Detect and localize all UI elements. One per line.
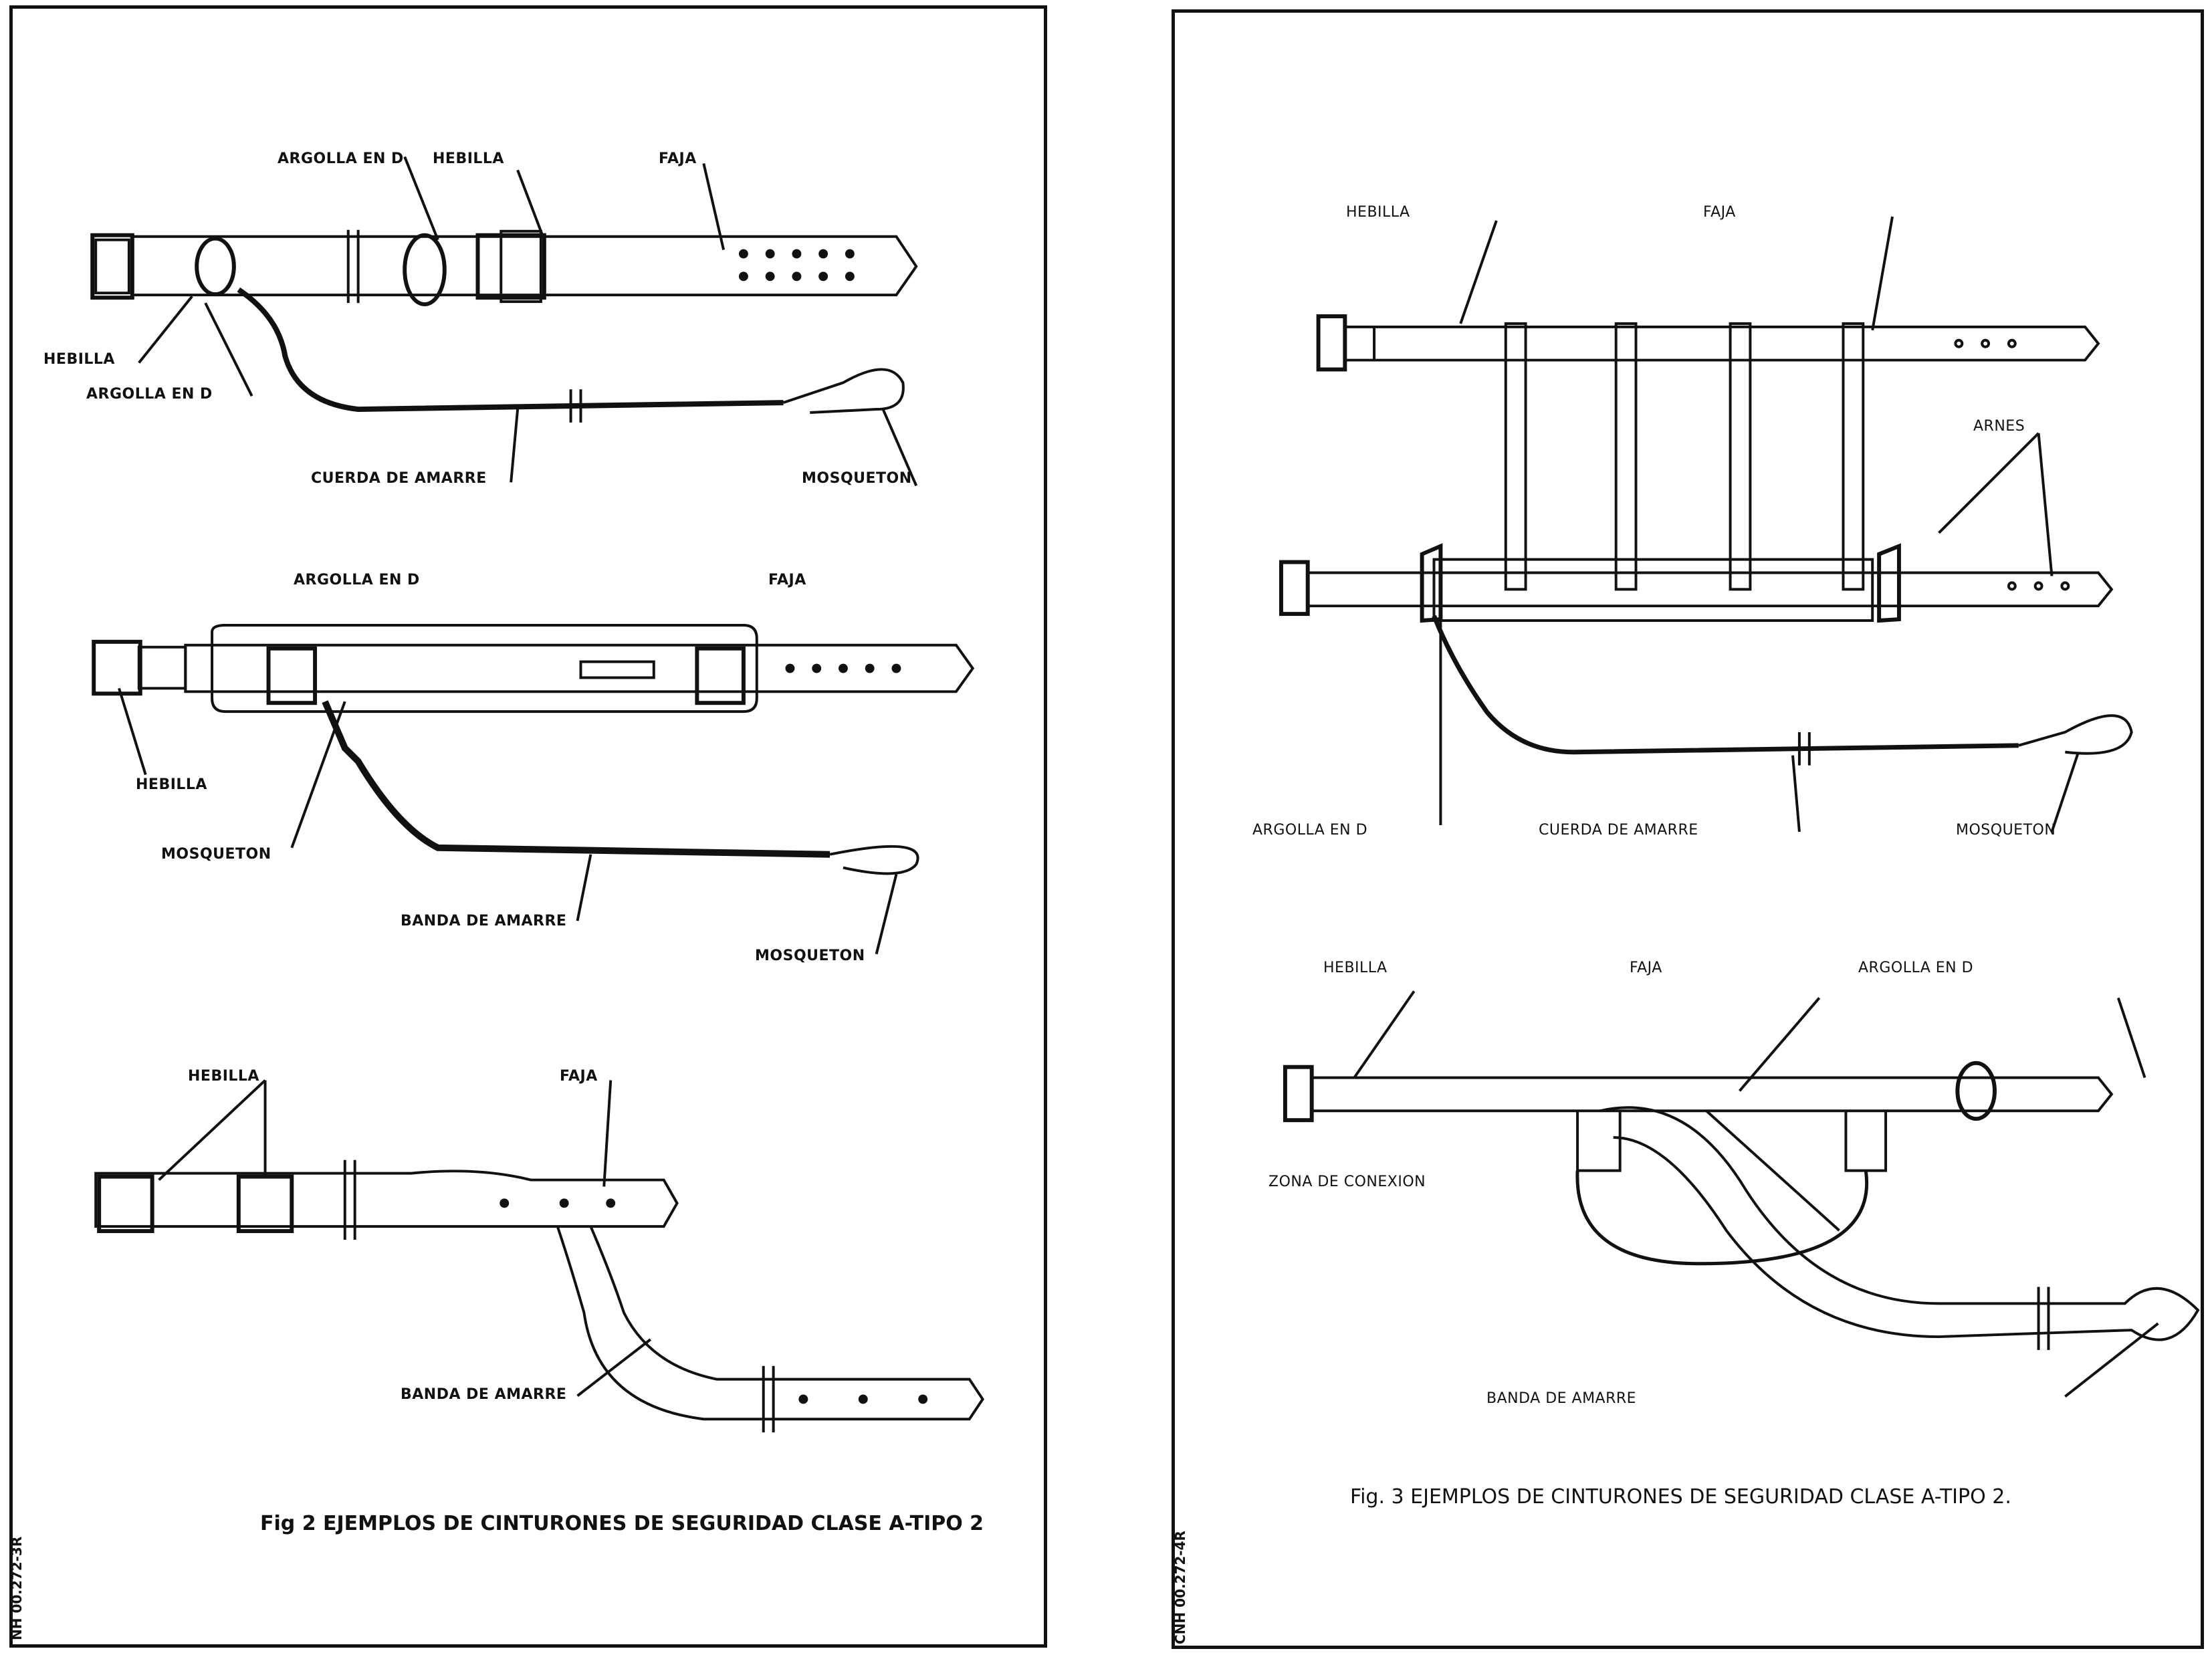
figure-2-panel: ARGOLLA EN D HEBILLA FAJA HEBILLA ARGOLL… [9, 5, 1047, 1648]
label-arnes: ARNES [1973, 418, 2025, 435]
label-hebilla: HEBILLA [188, 1068, 259, 1085]
belt-example-1 [90, 156, 918, 487]
belt-holes [738, 249, 855, 282]
label-faja: FAJA [1703, 204, 1736, 221]
label-zona-de-conexion: ZONA DE CONEXION [1268, 1174, 1426, 1190]
label-hebilla: HEBILLA [1346, 204, 1410, 221]
label-mosqueton: MOSQUETON [755, 948, 865, 964]
label-hebilla: HEBILLA [1323, 960, 1388, 976]
label-hebilla: HEBILLA [43, 351, 115, 368]
label-argolla-en-d: ARGOLLA EN D [278, 150, 404, 167]
label-argolla-en-d: ARGOLLA EN D [294, 572, 420, 588]
harness-straps [1504, 322, 1865, 591]
figure-3-drawing [1279, 216, 2200, 1398]
label-mosqueton: MOSQUETON [161, 846, 271, 863]
label-faja: FAJA [560, 1068, 598, 1085]
figure-3-caption: Fig. 3 EJEMPLOS DE CINTURONES DE SEGURID… [1350, 1485, 2011, 1509]
belt-example-2 [92, 623, 975, 955]
label-faja: FAJA [1630, 960, 1662, 976]
figure-2-caption: Fig 2 EJEMPLOS DE CINTURONES DE SEGURIDA… [260, 1512, 984, 1535]
label-mosqueton: MOSQUETON [1956, 822, 2056, 839]
label-cuerda-de-amarre: CUERDA DE AMARRE [1539, 822, 1698, 839]
label-argolla-en-d: ARGOLLA EN D [1252, 822, 1368, 839]
belt-example-3 [94, 1079, 984, 1433]
document-code: CNH 00.272-4R [1172, 1531, 1188, 1644]
label-mosqueton: MOSQUETON [802, 470, 912, 487]
label-argolla-en-d: ARGOLLA EN D [86, 386, 213, 403]
label-cuerda-de-amarre: CUERDA DE AMARRE [311, 470, 487, 487]
label-hebilla: HEBILLA [136, 776, 207, 793]
label-faja: FAJA [659, 150, 697, 167]
label-faja: FAJA [768, 572, 806, 588]
band-example [1283, 990, 2200, 1398]
label-banda-de-amarre: BANDA DE AMARRE [401, 1386, 567, 1403]
figure-2-drawing [90, 156, 984, 1433]
document-code: NH 00.272-3R [9, 1536, 25, 1640]
label-hebilla: HEBILLA [433, 150, 504, 167]
label-argolla-en-d: ARGOLLA EN D [1858, 960, 1974, 976]
label-banda-de-amarre: BANDA DE AMARRE [1486, 1390, 1637, 1407]
harness-example [1279, 216, 2133, 833]
figure-3-panel: HEBILLA FAJA ARNES ARGOLLA EN D CUERDA D… [1172, 9, 2204, 1649]
label-banda-de-amarre: BANDA DE AMARRE [401, 913, 567, 929]
